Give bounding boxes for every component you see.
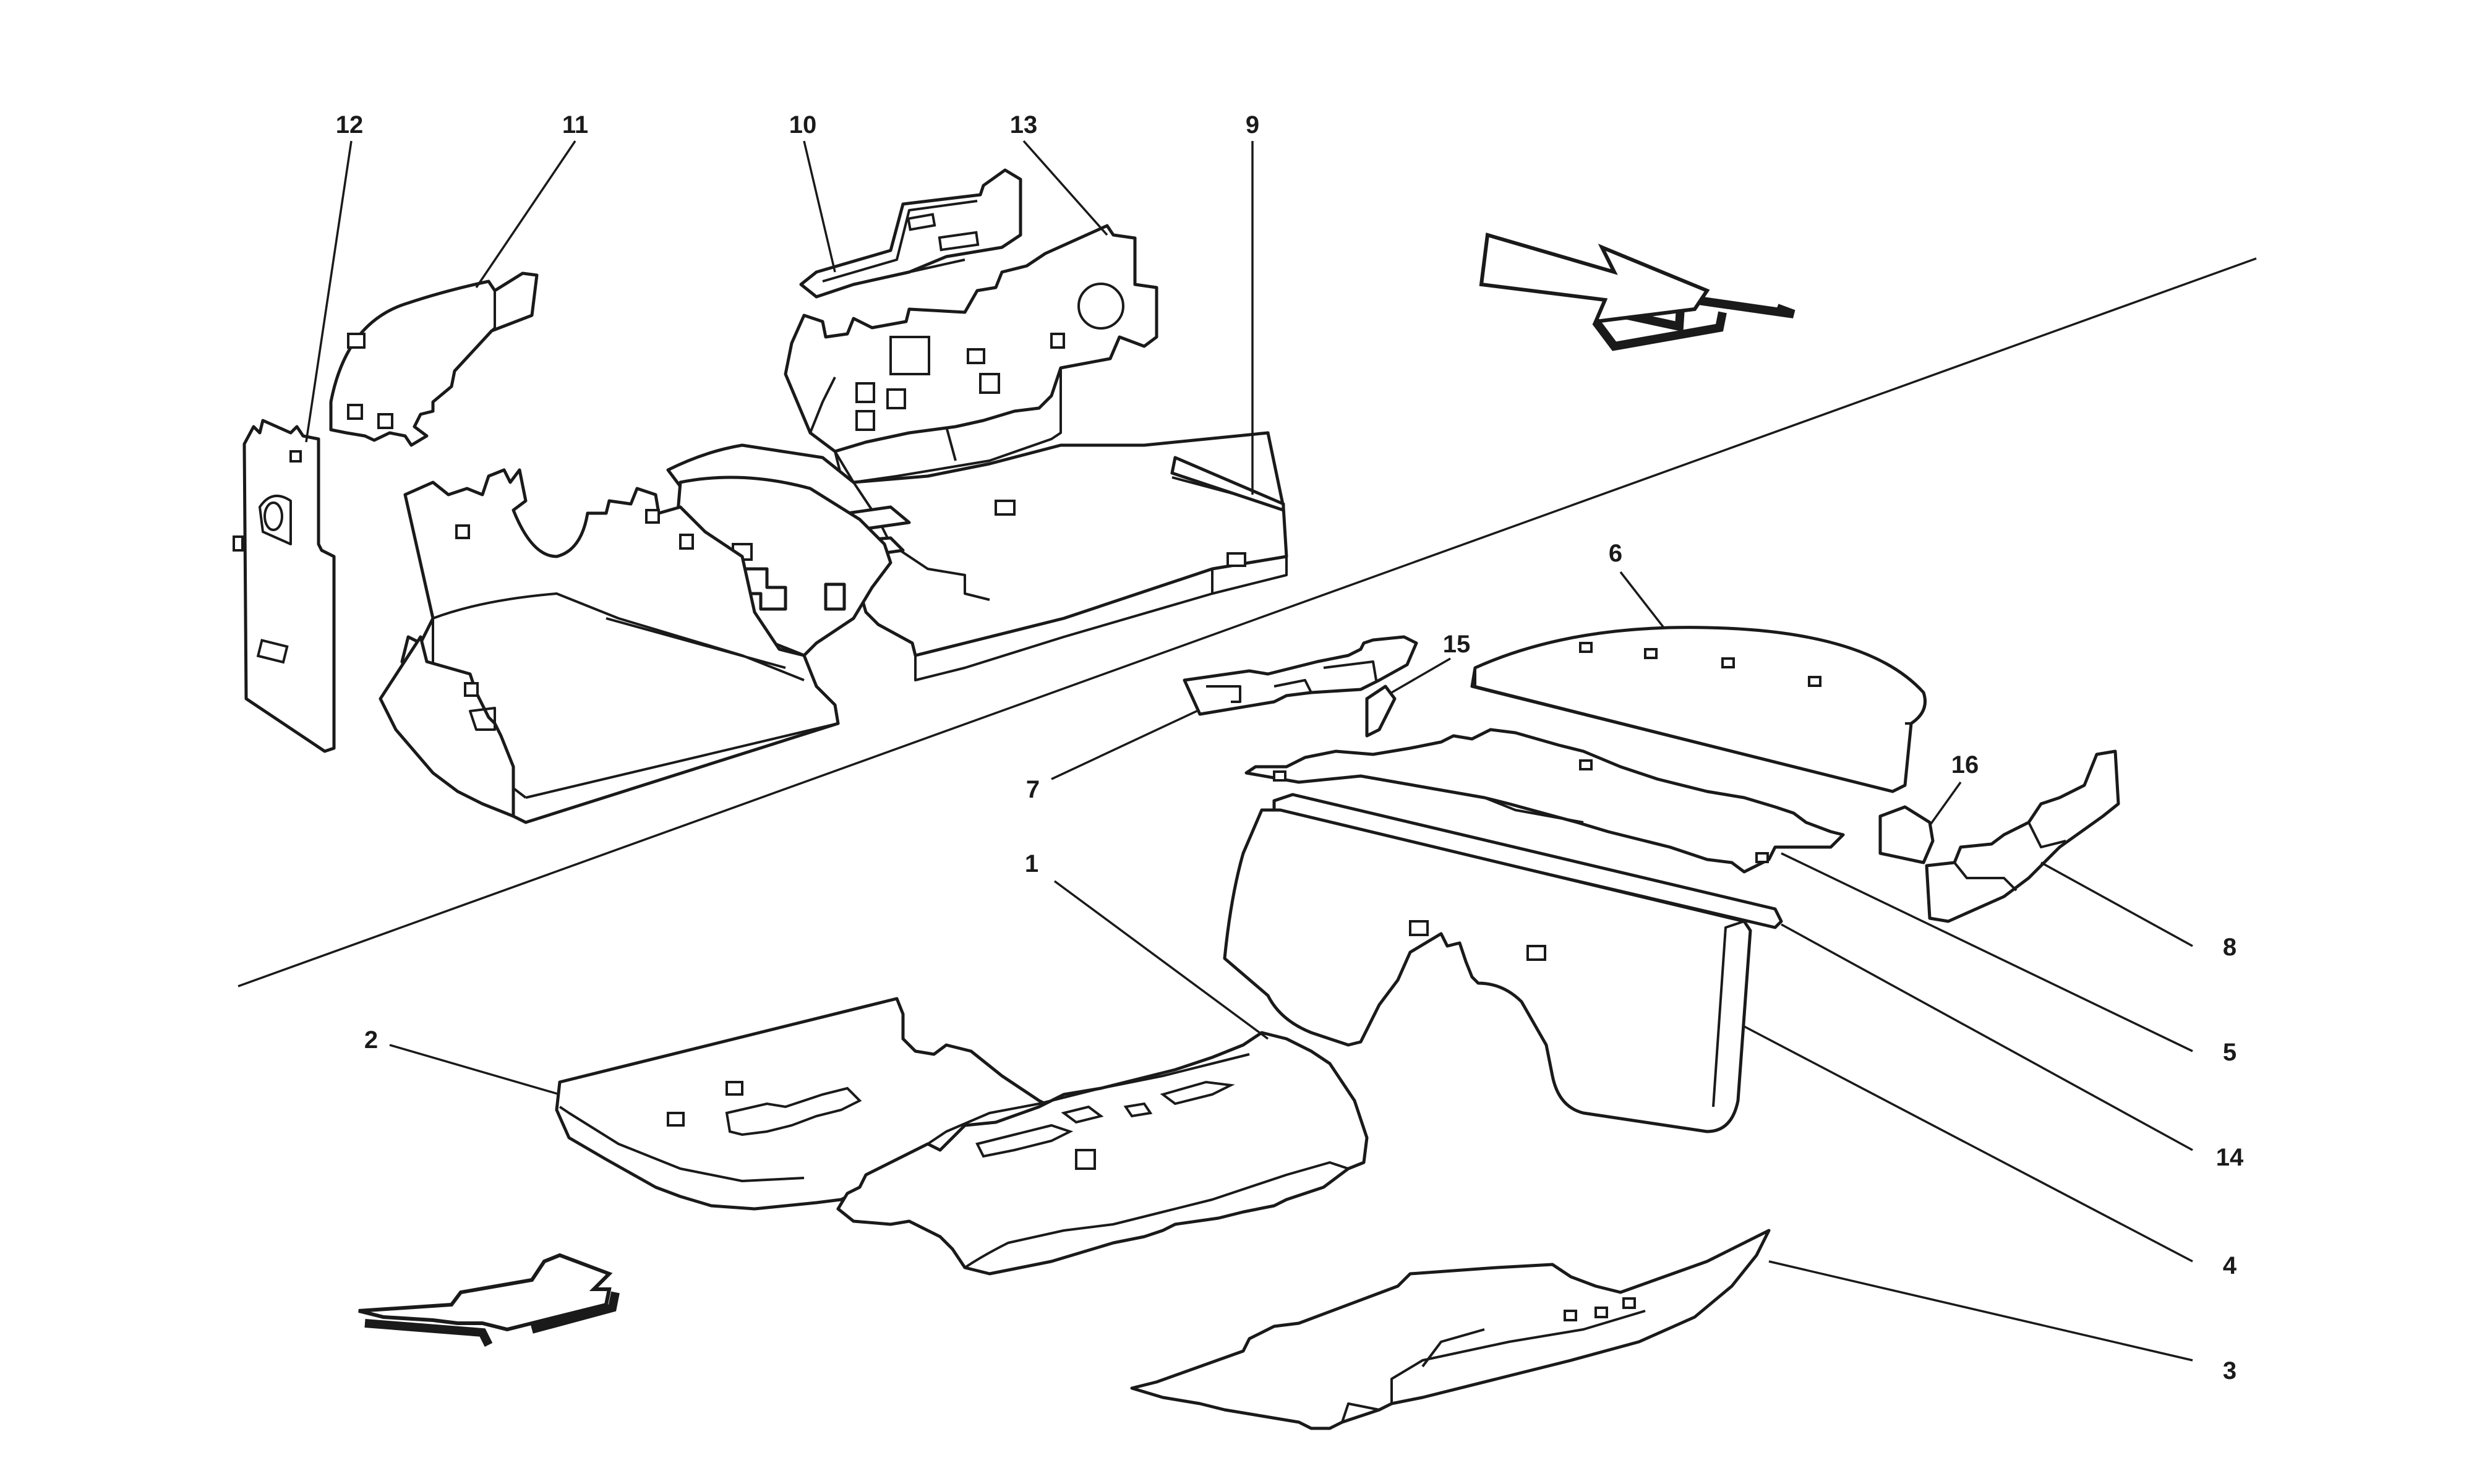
part-9-floor-panel <box>666 431 1288 681</box>
leader-2 <box>389 1044 560 1096</box>
callout-12: 12 <box>336 111 364 139</box>
leader-8 <box>2040 861 2193 947</box>
part-12-side-panel <box>233 419 336 753</box>
callout-7: 7 <box>1026 776 1040 803</box>
part-11-upper-panel <box>329 271 539 447</box>
part-footwell-panel <box>379 468 840 824</box>
callout-labels: 12 11 10 13 9 6 15 16 7 1 2 8 5 14 4 3 <box>336 111 2244 1384</box>
part-8-rear-strip <box>1925 749 2120 923</box>
leader-5 <box>1781 852 2193 1052</box>
part-15-small-pad <box>1365 684 1397 738</box>
callout-15: 15 <box>1443 631 1471 658</box>
callout-1: 1 <box>1025 850 1038 877</box>
part-6-rear-shelf <box>1470 626 1927 793</box>
callout-5: 5 <box>2223 1039 2236 1066</box>
leader-14 <box>1781 923 2193 1151</box>
part-13-bulkhead <box>784 224 1158 484</box>
callout-8: 8 <box>2223 934 2236 961</box>
leader-6 <box>1619 571 1665 629</box>
part-5-flat-insulation <box>1244 728 1845 874</box>
leader-12 <box>305 140 353 443</box>
leader-1 <box>1053 880 1269 1040</box>
forward-arrow-lower <box>358 1253 620 1347</box>
callout-6: 6 <box>1609 540 1622 567</box>
part-3-rear-floor <box>1130 1229 1771 1430</box>
leader-7 <box>1051 710 1197 780</box>
callout-9: 9 <box>1246 111 1259 139</box>
callout-4: 4 <box>2223 1252 2237 1279</box>
leader-4 <box>1744 1025 2193 1263</box>
forward-arrow-upper <box>1479 232 1796 351</box>
part-10-top-bracket <box>799 168 1022 299</box>
assembly-divider-line <box>238 257 2257 987</box>
part-4-rear-bulkhead <box>1223 808 1752 1133</box>
part-1-tunnel-cover <box>836 1031 1369 1276</box>
leader-16 <box>1928 781 1962 827</box>
callout-13: 13 <box>1010 111 1038 139</box>
callout-11: 11 <box>562 111 588 139</box>
leader-15 <box>1391 657 1451 694</box>
callout-16: 16 <box>1951 751 1979 778</box>
callout-2: 2 <box>364 1026 378 1054</box>
leader-10 <box>803 140 836 273</box>
leader-13 <box>1022 140 1108 236</box>
part-7-side-strip <box>1183 635 1418 716</box>
part-16-pad <box>1878 805 1935 864</box>
callout-10: 10 <box>789 111 817 139</box>
leader-lines <box>305 140 2193 1362</box>
callout-14: 14 <box>2216 1144 2244 1171</box>
callout-3: 3 <box>2223 1357 2236 1384</box>
leader-3 <box>1768 1260 2193 1362</box>
leader-11 <box>475 140 576 288</box>
